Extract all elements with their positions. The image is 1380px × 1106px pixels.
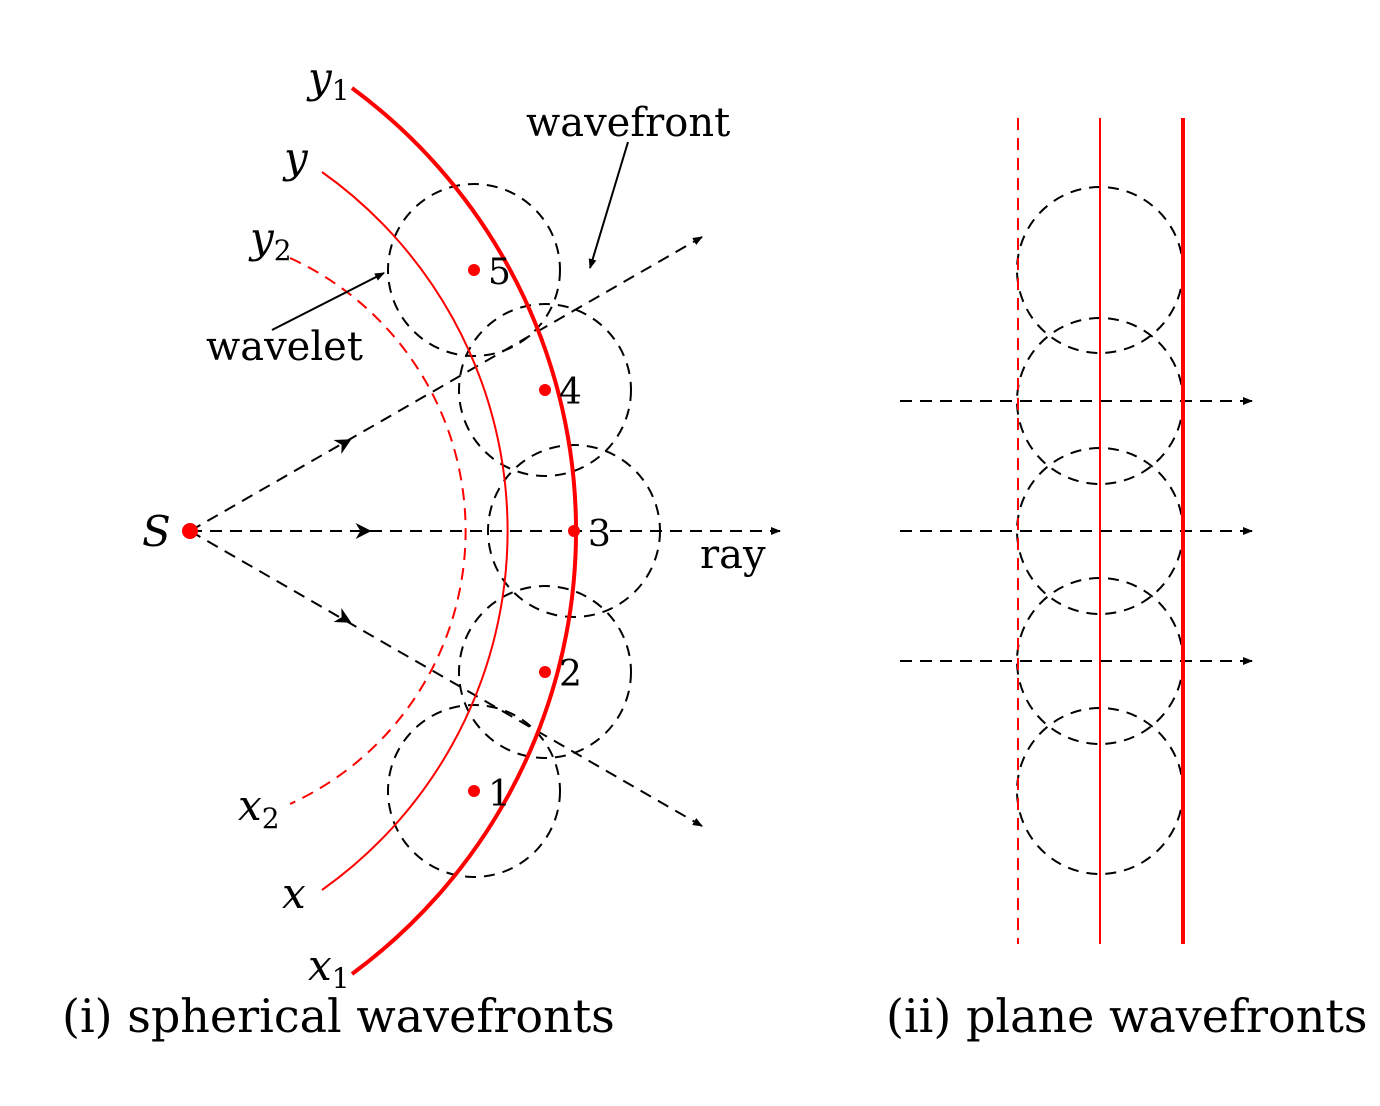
point-1 — [468, 785, 480, 797]
point-5 — [468, 264, 480, 276]
wavefront-arc-middle-yx — [321, 171, 509, 891]
curve-label-y: y — [282, 133, 309, 182]
point-3 — [568, 525, 580, 537]
ray-upper — [189, 236, 703, 532]
wavefront-arc-outer-y1x1 — [350, 86, 578, 976]
source-label: S — [142, 507, 171, 556]
spherical-panel: S 5 4 3 2 1 y1 y y2 x2 x x1 wavefront wa… — [62, 53, 781, 1043]
curve-label-x: x — [282, 869, 306, 918]
wavefront-label: wavefront — [526, 100, 730, 146]
curve-label-x1: x1 — [308, 941, 350, 995]
source-point — [182, 523, 198, 539]
wavelet-circle-2 — [458, 585, 632, 759]
wavefront-arc-inner-y2x2 — [289, 257, 467, 805]
ray-label: ray — [700, 532, 766, 578]
point-2-label: 2 — [559, 654, 582, 695]
point-1-label: 1 — [488, 774, 511, 815]
spherical-caption: (i) spherical wavefronts — [62, 989, 615, 1043]
point-2 — [539, 666, 551, 678]
plane-caption: (ii) plane wavefronts — [886, 989, 1367, 1043]
point-3-label: 3 — [588, 514, 611, 555]
wavelet-circle-5 — [387, 183, 561, 357]
wavelet-label: wavelet — [206, 324, 363, 370]
ray-lower — [189, 530, 703, 827]
point-4 — [539, 384, 551, 396]
ray-upper-arrowhead — [333, 439, 352, 455]
plane-panel: (ii) plane wavefronts — [886, 118, 1367, 1043]
wavefront-pointer — [588, 141, 629, 269]
wavelet-circle-4 — [458, 303, 632, 477]
wavelet-circle-1 — [387, 704, 561, 878]
wavelet-pointer — [271, 272, 385, 331]
curve-label-x2: x2 — [238, 781, 280, 835]
point-5-label: 5 — [488, 252, 511, 293]
point-4-label: 4 — [559, 372, 582, 413]
curve-label-y1: y1 — [306, 53, 350, 107]
curve-label-y2: y2 — [248, 213, 292, 267]
ray-lower-arrowhead — [333, 607, 352, 623]
